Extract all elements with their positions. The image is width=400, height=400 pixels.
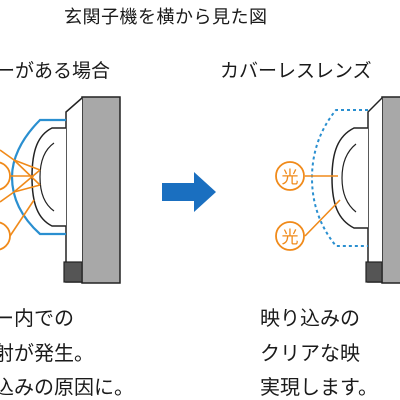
left-light-rays (0, 149, 41, 203)
right-dark-block (365, 261, 383, 283)
diagram-title: 玄関子機を横から見た図 (64, 7, 268, 28)
left-caption-line: ー内での (0, 306, 74, 330)
left-caption-line: 射が発生。 (0, 341, 94, 365)
right-light-label-2: 光 (282, 228, 299, 248)
right-arrow-icon (162, 172, 216, 212)
right-caption-line: 実現します。 (260, 375, 378, 399)
light-circle-icon (275, 221, 305, 251)
right-panel-heading: カバーレスレンズ (220, 60, 372, 82)
left-dark-block (63, 261, 83, 283)
left-caption-line: 込みの原因に。 (0, 375, 134, 399)
right-wall (381, 96, 400, 284)
right-light-rays (304, 175, 341, 237)
right-device: 光 光 (275, 96, 400, 284)
light-circle-icon (275, 161, 305, 191)
right-caption-line: 映り込みの (260, 306, 360, 330)
right-light-label-1: 光 (282, 168, 299, 188)
left-device-body (65, 97, 83, 283)
left-wall (81, 96, 121, 284)
left-light-badge-2 (0, 221, 11, 251)
left-cover (10, 118, 66, 236)
right-caption-line: クリアな映 (260, 341, 360, 365)
right-no-cover-outline (310, 109, 368, 247)
left-lens (31, 127, 66, 227)
left-panel-heading: ーがある場合 (0, 60, 111, 82)
right-lens (331, 127, 368, 229)
left-light-badge-1 (0, 161, 11, 191)
right-device-body (367, 97, 383, 283)
left-device (0, 96, 121, 284)
